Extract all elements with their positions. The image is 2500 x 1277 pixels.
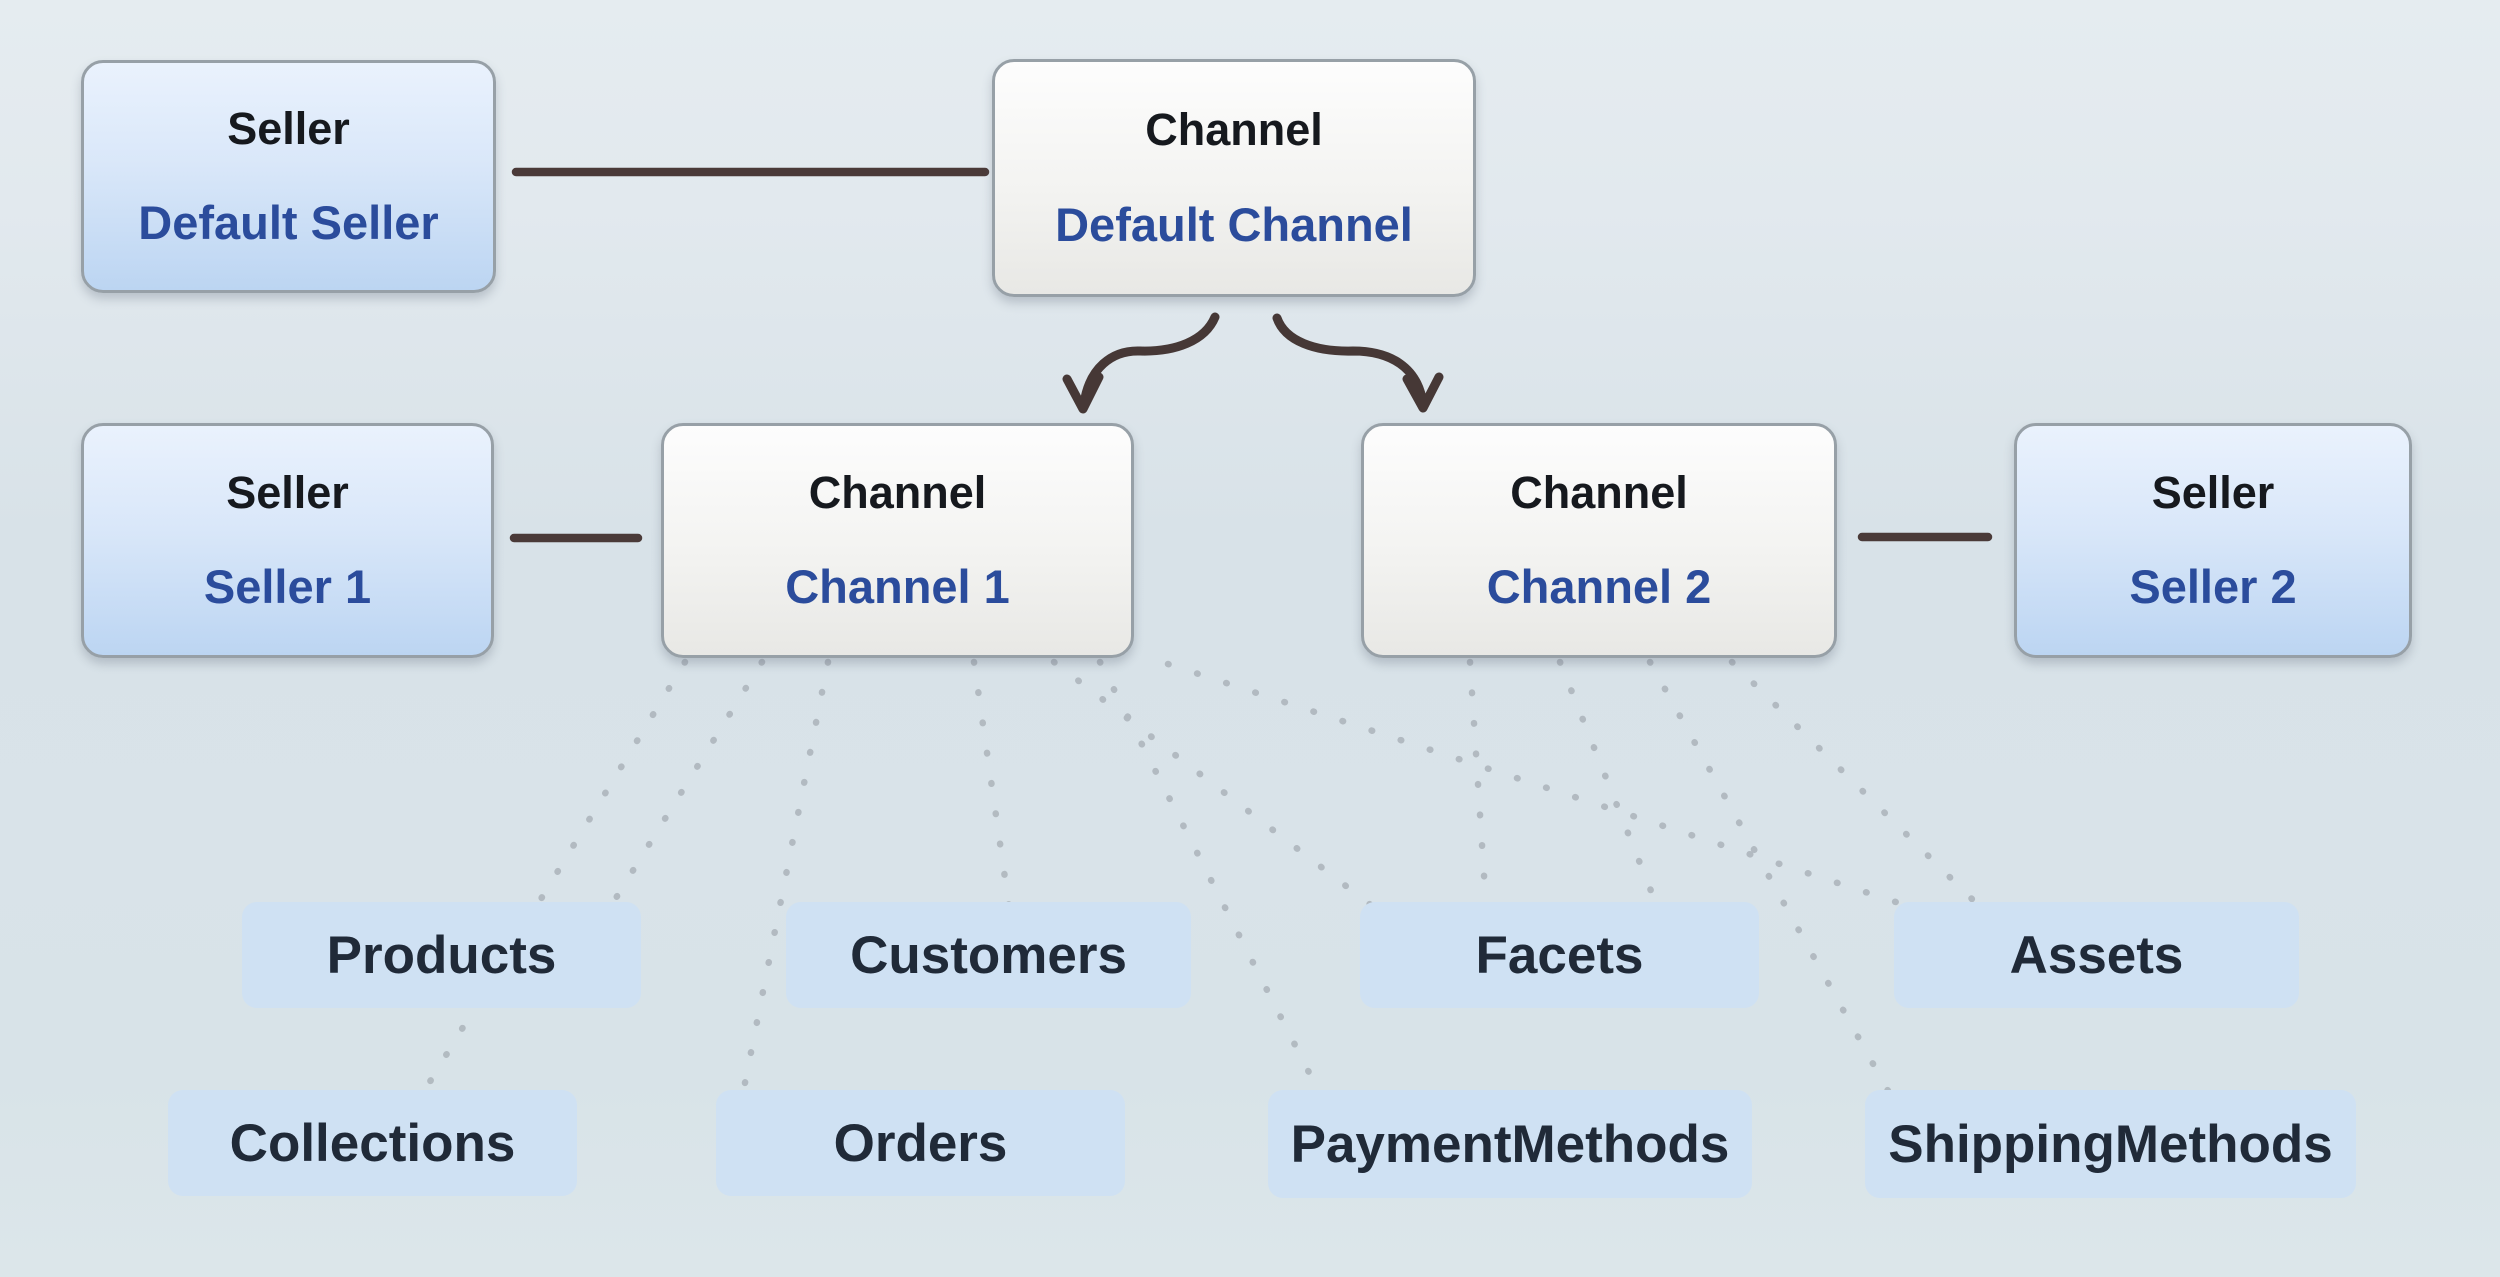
channel2-box: Channel Channel 2 [1361, 423, 1837, 658]
dotted-line-channel1-collections [416, 658, 689, 1102]
dotted-line-channel1-assets [1164, 660, 1906, 908]
arrow-default-channel-to-channel1 [1079, 312, 1220, 409]
channel1-type-label: Channel [808, 466, 987, 518]
entity-facets: Facets [1360, 902, 1759, 1008]
seller1-type-label: Seller [226, 466, 349, 518]
dotted-line-channel1-orders [738, 658, 832, 1102]
dotted-line-channel2-assets [1728, 658, 1981, 908]
channel2-name-label: Channel 2 [1486, 560, 1712, 614]
dotted-line-channel2-shippingmethods [1646, 658, 1896, 1102]
channel1-box: Channel Channel 1 [661, 423, 1134, 658]
channel2-type-label: Channel [1510, 466, 1688, 518]
arrowhead-channel1 [1062, 372, 1104, 414]
entity-paymentmethods: PaymentMethods [1268, 1090, 1752, 1198]
dotted-line-channel2-facets-left [1466, 658, 1490, 910]
seller2-box: Seller Seller 2 [2014, 423, 2412, 658]
dotted-line-channel1-customers [970, 658, 1013, 910]
channel1-name-label: Channel 1 [785, 560, 1010, 614]
seller1-box: Seller Seller 1 [81, 423, 494, 658]
entity-products: Products [242, 902, 641, 1008]
default-channel-name-label: Default Channel [1055, 198, 1413, 252]
arrowhead-channel2 [1402, 372, 1444, 413]
default-channel-box: Channel Default Channel [992, 59, 1476, 297]
default-seller-name-label: Default Seller [138, 196, 439, 249]
entity-customers: Customers [786, 902, 1191, 1008]
default-seller-type-label: Seller [227, 103, 350, 154]
default-seller-box: Seller Default Seller [81, 60, 496, 293]
dotted-line-channel1-products [607, 658, 766, 910]
seller2-type-label: Seller [2151, 466, 2275, 518]
arrow-default-channel-to-channel2 [1272, 313, 1428, 409]
seller2-name-label: Seller 2 [2129, 560, 2297, 614]
dotted-line-channel1-facets [1050, 658, 1376, 910]
entity-shippingmethods: ShippingMethods [1865, 1090, 2356, 1198]
entity-collections: Collections [168, 1090, 577, 1196]
default-channel-type-label: Channel [1145, 103, 1323, 155]
seller1-name-label: Seller 1 [203, 560, 372, 614]
entity-orders: Orders [716, 1090, 1125, 1196]
dotted-line-channel1-paymentmethods [1096, 658, 1326, 1102]
dotted-line-channel2-facets-right [1556, 658, 1661, 910]
entity-assets: Assets [1894, 902, 2299, 1008]
